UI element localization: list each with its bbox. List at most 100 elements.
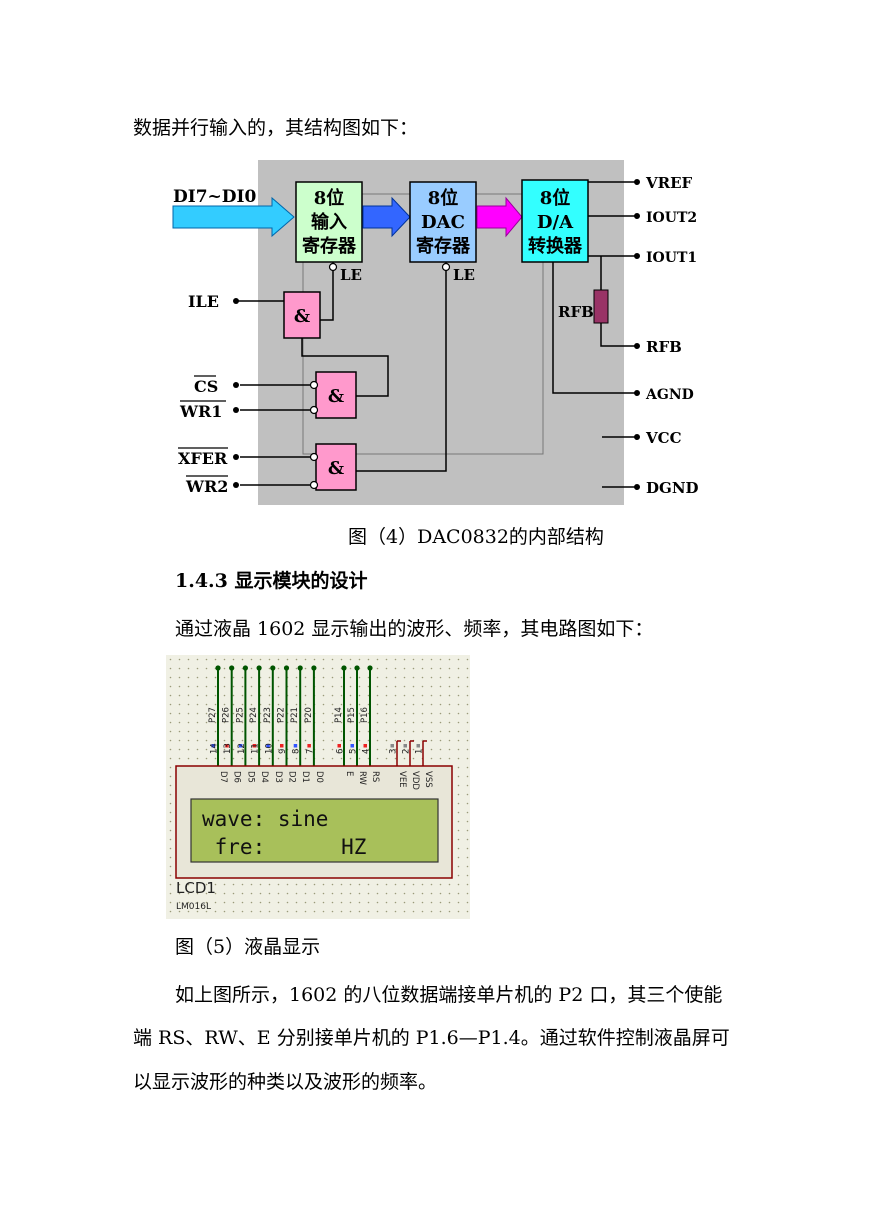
pin-marker — [350, 744, 354, 748]
dac-register-label-2: DAC — [421, 212, 465, 233]
port-label: P21 — [290, 707, 300, 723]
section-heading: 1.4.3 显示模块的设计 — [175, 570, 368, 592]
port-label: P16 — [360, 707, 370, 723]
lcd-reference: LCD1 — [176, 879, 216, 897]
agnd-label: AGND — [645, 387, 694, 403]
pin-name: VEE — [397, 771, 407, 788]
pin-terminal — [297, 665, 303, 671]
input-bus-arrow — [172, 196, 295, 238]
input-register-box — [295, 181, 363, 263]
pin-marker — [307, 744, 311, 748]
port-label: P24 — [249, 707, 259, 723]
da-converter-box — [521, 179, 589, 263]
input-register-label-2: 输入 — [311, 211, 347, 233]
port-label: P20 — [304, 707, 314, 723]
dac-register-label-3: 寄存器 — [416, 235, 471, 257]
pin-number: 11 — [251, 743, 261, 754]
lcd1602-circuit-diagram: P2714P2613P2512P2411P2310P229P218P207P14… — [166, 655, 470, 919]
le1-bubble — [328, 262, 338, 272]
rfb-resistor-label: RFB — [558, 303, 594, 321]
pin-terminal — [242, 665, 248, 671]
wr1-bubble — [309, 405, 319, 415]
pin-number: 14 — [210, 743, 220, 754]
pin-marker — [238, 744, 243, 748]
and-gate-1-label: & — [294, 306, 310, 327]
body-line-2: 端 RS、RW、E 分别接单片机的 P1.6—P1.4。通过软件控制液晶屏可 — [133, 1027, 730, 1049]
pin-name: RS — [370, 771, 380, 782]
cs-bubble — [309, 380, 319, 390]
dac-register-label-1: 8位 — [428, 187, 459, 209]
pin-terminal — [354, 665, 360, 671]
pin-marker — [266, 744, 270, 748]
pin-number: 6 — [336, 749, 346, 754]
port-label: P23 — [263, 707, 273, 723]
wr2-bubble — [309, 480, 319, 490]
pin-name: E — [344, 771, 354, 776]
pin-name: VDD — [410, 771, 420, 790]
intro2-paragraph: 通过液晶 1602 显示输出的波形、频率，其电路图如下： — [175, 618, 654, 640]
pin-name: D0 — [314, 771, 324, 783]
xfer-label: XFER — [178, 449, 228, 468]
pin-name: D4 — [259, 771, 269, 783]
port-label: P26 — [222, 707, 232, 723]
le2-label: LE — [453, 266, 475, 284]
pin-number: 3 — [389, 749, 399, 754]
port-label: P22 — [277, 707, 287, 723]
pin-terminal — [283, 665, 290, 671]
converter-label-1: 8位 — [540, 187, 571, 209]
pin-terminal — [256, 665, 262, 671]
ile-label: ILE — [188, 292, 219, 311]
input-register-label-1: 8位 — [314, 187, 345, 209]
wr2-label: WR2 — [185, 477, 228, 496]
pin-marker — [416, 744, 420, 748]
vcc-label: VCC — [645, 429, 682, 447]
pin-number: 1 — [415, 749, 425, 754]
converter-label-3: 转换器 — [528, 235, 583, 257]
pin-number: 12 — [237, 743, 247, 754]
pin-name: D3 — [273, 771, 283, 783]
output-wiring — [552, 181, 636, 488]
pin-number: 10 — [264, 743, 274, 754]
lcd-line-2: fre: HZ — [202, 835, 366, 859]
and-gate-2 — [315, 371, 357, 419]
le1-label: LE — [340, 266, 362, 284]
pin-marker — [337, 744, 341, 748]
body-line-1: 如上图所示，1602 的八位数据端接单片机的 P2 口，其三个使能 — [175, 984, 723, 1006]
and-gate-3 — [315, 443, 357, 491]
body-line-3: 以显示波形的种类以及波形的频率。 — [133, 1071, 438, 1093]
lcd-line-1: wave: sine — [202, 807, 328, 831]
vref-label: VREF — [645, 174, 693, 192]
pin-number: 4 — [362, 749, 372, 754]
register-arrow — [362, 196, 411, 238]
input-register-label-3: 寄存器 — [302, 235, 357, 257]
pin-number: 5 — [349, 749, 359, 754]
pin-marker — [225, 744, 229, 748]
pin-terminal — [341, 665, 347, 671]
lcd-wires: P2714P2613P2512P2411P2310P229P218P207P14… — [208, 665, 427, 766]
input-bus-label: DI7~DI0 — [173, 187, 256, 207]
pin-name: D2 — [287, 771, 297, 783]
pin-marker — [252, 744, 257, 748]
and-gate-3-label: & — [328, 458, 344, 479]
lcd-model: LM016L — [176, 902, 211, 912]
port-label: P27 — [208, 707, 218, 723]
figure5-caption: 图（5）液晶显示 — [175, 936, 321, 958]
pin-name: D5 — [245, 771, 255, 783]
dac-register-box — [409, 181, 477, 263]
and-gate-2-label: & — [328, 386, 344, 407]
pin-marker — [403, 744, 407, 748]
pin-terminal — [229, 665, 235, 671]
port-label: P14 — [334, 707, 344, 723]
pin-number: 13 — [223, 743, 233, 754]
pin-name: D7 — [218, 771, 228, 783]
pin-marker — [293, 744, 298, 748]
rfb-pin-label: RFB — [646, 338, 682, 356]
rfb-resistor — [593, 289, 609, 324]
pin-marker — [280, 744, 284, 748]
pin-terminal — [311, 665, 317, 671]
pin-terminal — [270, 665, 276, 671]
cs-label: CS — [194, 377, 218, 396]
control-wiring — [236, 270, 447, 486]
le2-bubble — [441, 262, 451, 272]
